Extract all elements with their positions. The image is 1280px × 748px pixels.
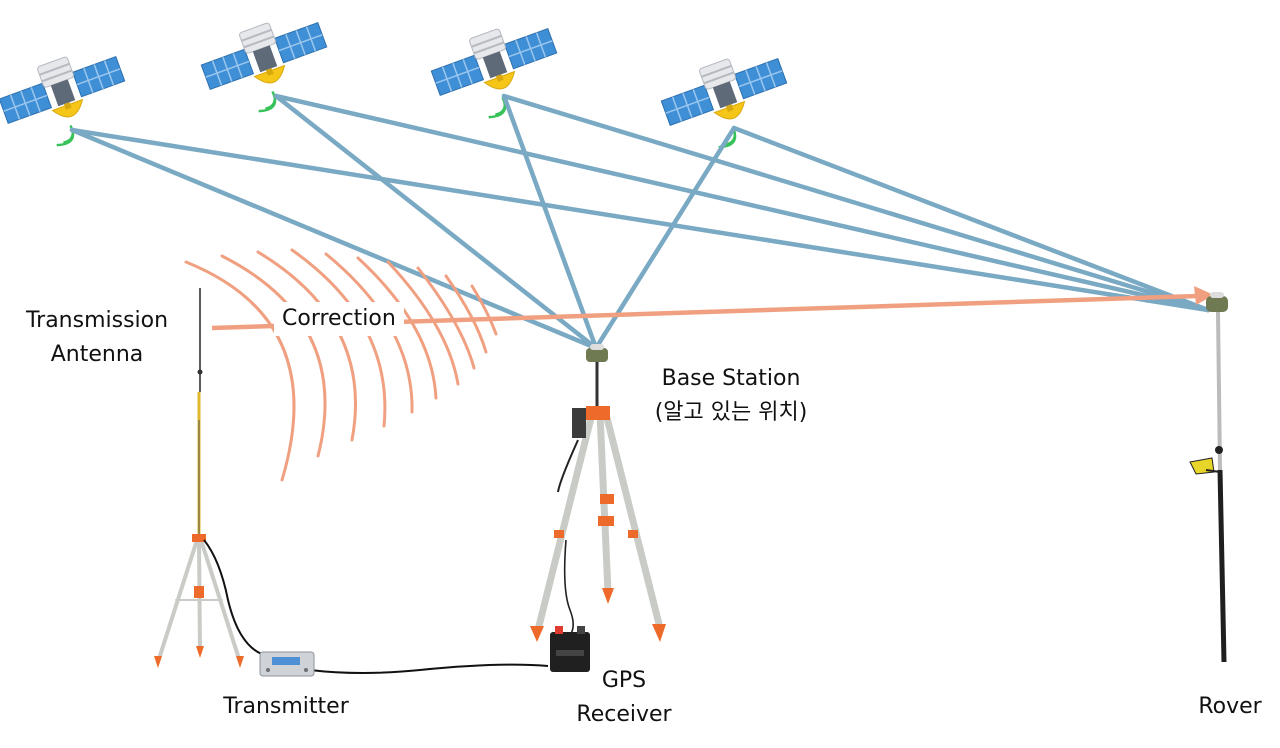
transmission-antenna-label: Transmission Antenna bbox=[14, 304, 180, 372]
satellite-signal-lines bbox=[69, 93, 1211, 351]
satellite-icon bbox=[194, 5, 334, 118]
rover-pole-icon bbox=[1189, 292, 1228, 663]
antenna-icon bbox=[197, 288, 203, 540]
receiver-cable bbox=[309, 663, 549, 674]
base-station-label-line1: Base Station bbox=[661, 366, 801, 391]
transmission-antenna-label-line1: Transmission bbox=[25, 308, 169, 333]
correction-label: Correction bbox=[274, 302, 404, 336]
rover-label: Rover bbox=[1198, 694, 1262, 719]
battery-icon bbox=[550, 626, 590, 672]
transmitter-icon bbox=[259, 651, 315, 677]
satellite-icon bbox=[654, 41, 794, 154]
gps-receiver-label-line1: GPS bbox=[601, 668, 647, 693]
transmitter-label: Transmitter bbox=[223, 694, 349, 719]
gps-antenna-icon bbox=[586, 344, 608, 408]
gps-receiver-label-line2: Receiver bbox=[576, 702, 672, 727]
base-station-label-line2: (알고 있는 위치) bbox=[654, 400, 808, 425]
radio-wave-icon bbox=[184, 248, 498, 482]
antenna-cable bbox=[203, 539, 269, 657]
transmission-antenna-label-line2: Antenna bbox=[50, 342, 144, 367]
base-station-label: Base Station (알고 있는 위치) bbox=[628, 362, 834, 430]
gps-receiver-label: GPS Receiver bbox=[556, 664, 692, 732]
